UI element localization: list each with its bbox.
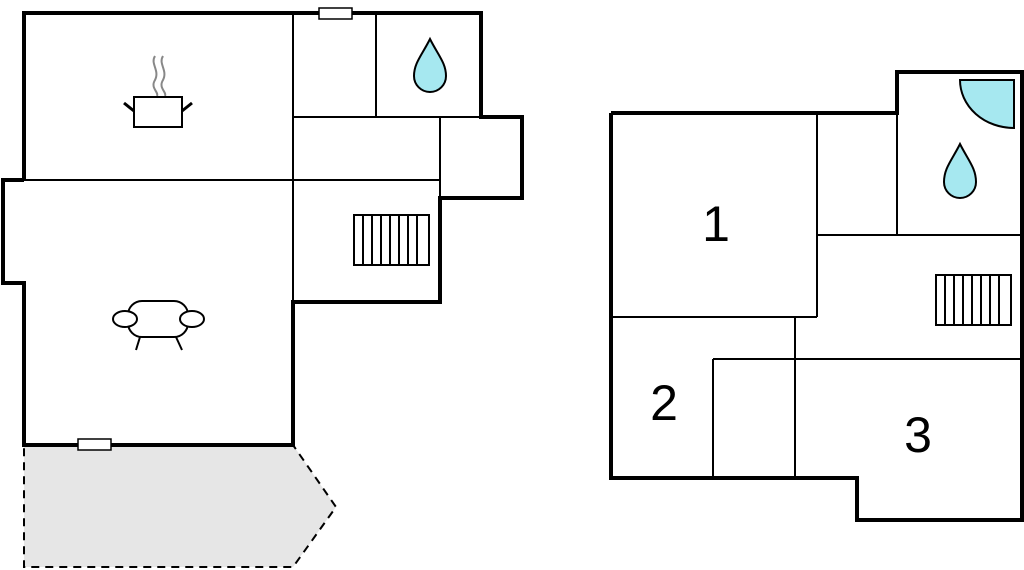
window [77, 438, 112, 451]
cooking-pot-icon [123, 55, 193, 128]
upper-floor-interior-walls [611, 113, 1022, 478]
ground-floor-interior-walls [24, 13, 481, 302]
ground-floor-plan [1, 7, 524, 568]
water-drop-icon [942, 141, 978, 199]
room-number-3: 3 [904, 407, 932, 463]
upper-floor-plan: 1 2 3 [609, 70, 1024, 522]
terrace [23, 444, 338, 568]
window [318, 7, 353, 20]
shower-corner-icon [958, 79, 1015, 130]
upper-floor-outer-wall [609, 70, 1024, 522]
stairs-icon [935, 274, 1012, 326]
sofa-icon [112, 300, 205, 351]
room-number-1: 1 [702, 196, 730, 252]
ground-floor-outer-wall [1, 11, 524, 447]
room-number-2: 2 [650, 375, 678, 431]
water-drop-icon [412, 36, 448, 93]
stairs-icon [353, 214, 430, 266]
